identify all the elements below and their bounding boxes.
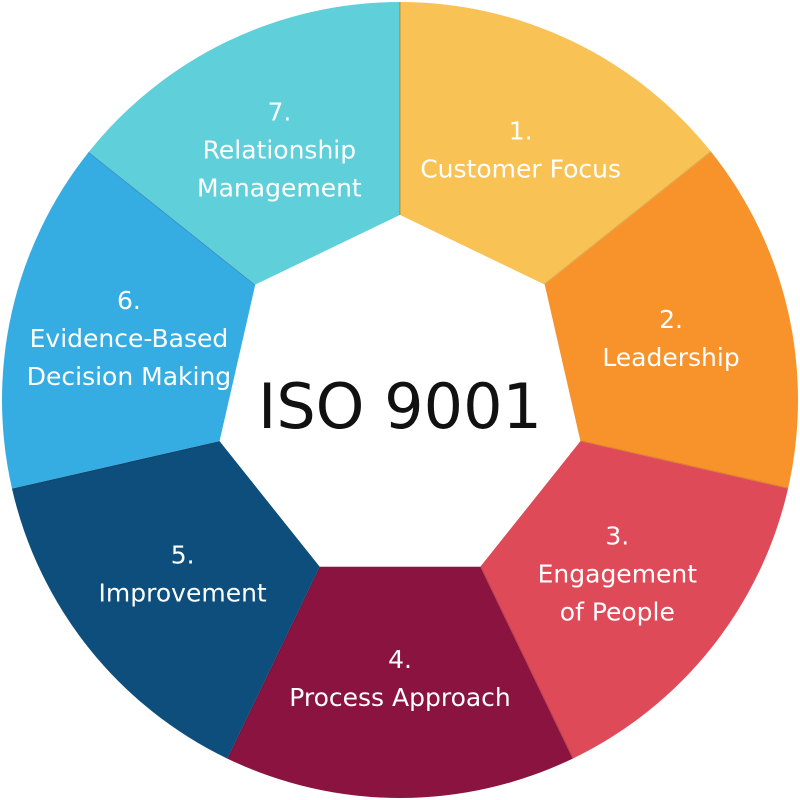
segment-number: 2.	[659, 305, 683, 334]
segment-label-3: 3. Engagement of People	[538, 521, 698, 626]
segment-label-line: Improvement	[99, 578, 267, 607]
segment-number: 1.	[509, 117, 533, 146]
segment-label-line: of People	[560, 597, 675, 626]
segment-label-line: Process Approach	[289, 683, 511, 712]
segment-number: 7.	[267, 98, 291, 127]
segment-3	[480, 441, 789, 759]
segment-label-line: Leadership	[602, 343, 739, 372]
segment-label-line: Customer Focus	[420, 155, 621, 184]
labels-layer: 1. Customer Focus 2. Leadership 3. Engagement…	[27, 98, 740, 712]
segment-label-1: 1. Customer Focus	[420, 117, 621, 184]
segment-label-line: Decision Making	[27, 362, 231, 391]
segment-number: 4.	[388, 645, 412, 674]
segment-5	[11, 441, 320, 759]
segment-number: 6.	[117, 286, 141, 315]
segment-number: 5.	[171, 540, 195, 569]
segment-label-5: 5. Improvement	[99, 540, 267, 607]
segment-label-line: Evidence-Based	[30, 324, 229, 353]
segment-2	[544, 151, 798, 489]
segment-label-4: 4. Process Approach	[289, 645, 511, 712]
segment-1	[400, 2, 712, 285]
segment-7	[88, 2, 401, 285]
segment-4	[227, 566, 573, 798]
segment-label-line: Relationship	[203, 136, 356, 165]
center-title: ISO 9001	[258, 370, 542, 443]
segment-label-line: Engagement	[538, 559, 698, 588]
segment-label-line: Management	[197, 174, 362, 203]
segment-label-2: 2. Leadership	[602, 305, 739, 372]
center-heptagon	[219, 215, 581, 567]
segment-6	[2, 151, 256, 489]
segment-number: 3.	[605, 521, 629, 550]
